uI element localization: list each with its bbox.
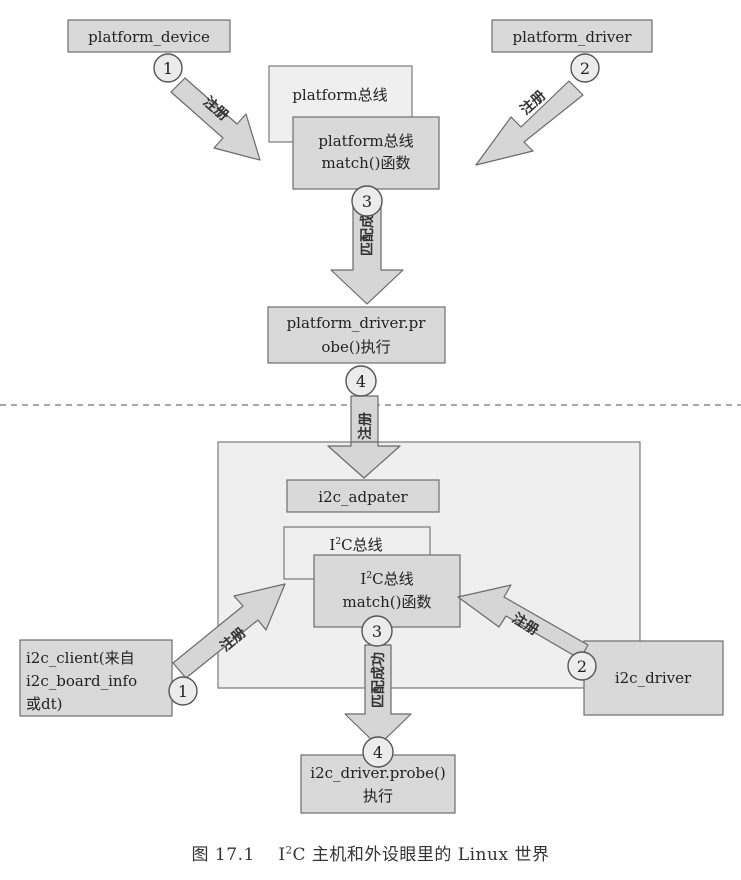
i2c-probe-line2: 执行 — [363, 787, 393, 805]
i2c-client-line1: i2c_client(来自 — [26, 649, 135, 667]
platform-bus-front-line2: match()函数 — [322, 154, 411, 172]
svg-text:1: 1 — [178, 682, 188, 701]
i2c-bus-front-line1: I2C总线 — [360, 570, 413, 588]
platform-probe-box: platform_driver.pr obe()执行 — [267, 306, 446, 364]
caption-figure-number: 图 17.1 — [191, 845, 255, 865]
i2c-probe-line1: i2c_driver.probe() — [310, 764, 445, 782]
platform-bus-front-line1: platform总线 — [318, 132, 413, 150]
platform-device-box: platform_device — [67, 19, 231, 53]
svg-text:2: 2 — [577, 657, 587, 676]
i2c-adapter-box: i2c_adpater — [286, 479, 440, 513]
svg-text:4: 4 — [356, 372, 366, 391]
i2c-driver-label: i2c_driver — [615, 669, 692, 687]
platform-driver-box: platform_driver — [491, 19, 653, 53]
i2c-adapter-label: i2c_adpater — [318, 488, 408, 506]
match-arrow-top — [330, 204, 404, 305]
svg-text:2: 2 — [580, 59, 590, 78]
step-circle-4-top: 4 — [345, 365, 377, 397]
i2c-client-line2: i2c_board_info — [26, 672, 137, 690]
register-arrow-adapter-tip — [327, 441, 401, 479]
platform-probe-line1: platform_driver.pr — [287, 314, 427, 332]
figure-caption: 图 17.1 I2C 主机和外设眼里的 Linux 世界 — [0, 840, 741, 865]
step-circle-1-top: 1 — [153, 53, 183, 83]
platform-bus-front-box: platform总线 match()函数 — [292, 116, 440, 190]
platform-probe-line2: obe()执行 — [321, 338, 390, 356]
register-label-adapter: 注册 — [357, 412, 374, 440]
i2c-driver-box: i2c_driver — [583, 640, 724, 716]
platform-driver-label: platform_driver — [513, 28, 633, 46]
step-circle-4-bottom: 4 — [362, 736, 394, 768]
register-arrow-client — [172, 583, 286, 679]
step-circle-2-bottom: 2 — [567, 651, 597, 681]
match-label-bottom: 匹配成功 — [370, 652, 387, 708]
svg-text:1: 1 — [163, 59, 173, 78]
step-circle-3-bottom: 3 — [361, 615, 393, 647]
platform-device-label: platform_device — [88, 28, 210, 46]
svg-text:3: 3 — [372, 622, 382, 641]
register-arrow-device — [170, 77, 261, 161]
step-circle-3-top: 3 — [351, 185, 383, 217]
i2c-client-box: i2c_client(来自 i2c_board_info 或dt) — [19, 639, 173, 717]
caption-prefix: I — [278, 845, 286, 865]
register-arrow-i2c-driver — [457, 584, 589, 660]
caption-sup: 2 — [285, 845, 293, 857]
i2c-client-line3: 或dt) — [26, 695, 62, 713]
svg-text:3: 3 — [362, 192, 372, 211]
step-circle-1-bottom: 1 — [168, 676, 198, 706]
register-arrow-driver — [475, 80, 584, 166]
i2c-bus-front-line2: match()函数 — [343, 593, 432, 611]
i2c-bus-back-label: I2C总线 — [329, 536, 382, 554]
caption-text: C 主机和外设眼里的 Linux 世界 — [292, 845, 550, 865]
platform-bus-back-label: platform总线 — [292, 86, 387, 104]
svg-text:4: 4 — [373, 743, 383, 762]
step-circle-2-top: 2 — [570, 53, 600, 83]
i2c-bus-front-box: I2C总线 match()函数 — [313, 554, 461, 628]
match-arrow-bottom — [344, 644, 412, 747]
